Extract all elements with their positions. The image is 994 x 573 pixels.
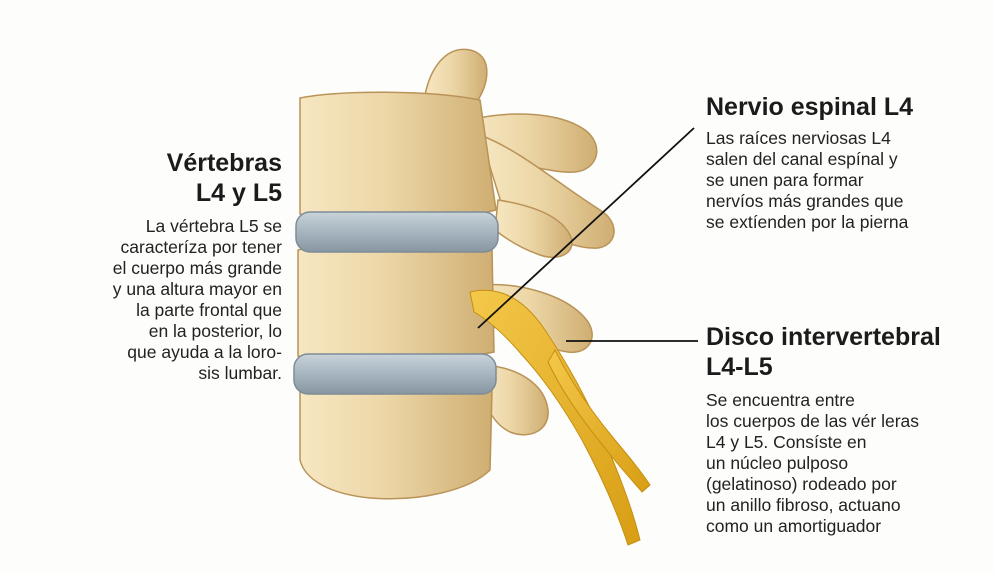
lower-vertebral-body — [300, 385, 492, 499]
upper-disc — [296, 212, 498, 252]
l4-l5-disc — [294, 354, 496, 394]
l4-vertebral-body — [300, 92, 496, 219]
l5-vertebral-body — [298, 241, 494, 359]
vertebral-bodies — [298, 92, 496, 499]
